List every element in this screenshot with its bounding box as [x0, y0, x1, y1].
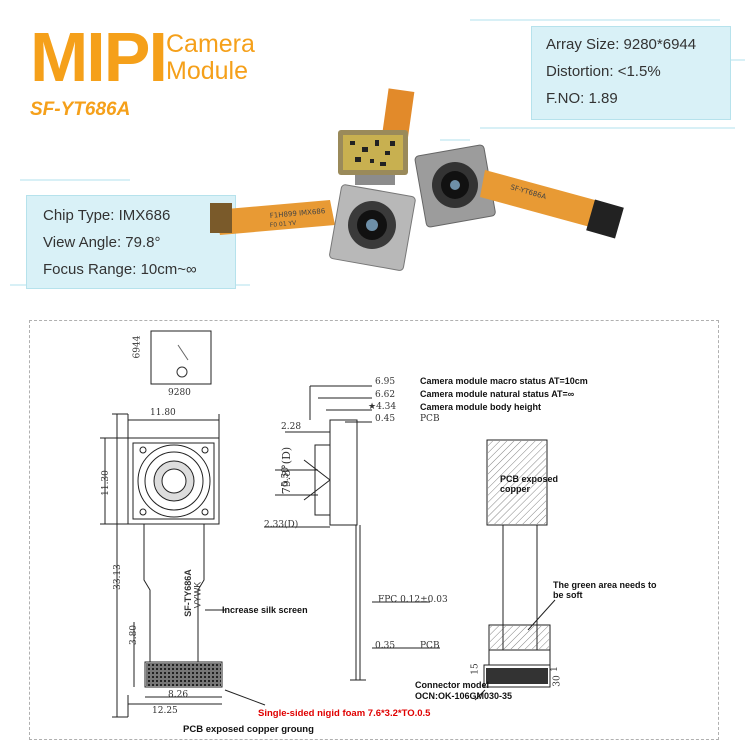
title-module: Module [166, 57, 248, 85]
dim-total-width: 12.25 [152, 706, 178, 716]
module-front-left: F1H899 IMX686 F0 01 YV [210, 184, 416, 271]
note-silk-screen: Increase silk screen [222, 605, 308, 615]
note-connector-model: Connector model [415, 680, 490, 690]
spec-focus-range: Focus Range: 10cm~∞ [43, 261, 197, 278]
note-foam: Single-sided nigid foam 7.6*3.2*TO.0.5 [258, 708, 431, 719]
model-number: SF-YT686A [30, 99, 131, 120]
dim-550: 5.50 [281, 466, 292, 488]
note-connector-ocn: OCN:OK-106GM030-35 [415, 691, 513, 701]
dim-045: 0.45 [375, 414, 396, 424]
svg-text:F0 01 YV: F0 01 YV [270, 220, 298, 229]
note-natural: Camera module natural status AT=∞ [420, 389, 575, 399]
spec-distortion: Distortion: <1.5% [546, 63, 661, 80]
dim-434: ★4.34 [368, 402, 397, 412]
pcb-label-top: PCB [420, 414, 440, 424]
spec-array-size: Array Size: 9280*6944 [546, 36, 697, 53]
dim-height-side: 11.30 [100, 470, 111, 496]
module-back-view [338, 88, 415, 185]
module-front-right: SF-YT686A [414, 144, 624, 239]
fpc-label: SF-TY686A [182, 569, 193, 617]
fpc-thickness: FPC 0.12±0.03 [378, 595, 448, 605]
foam-outline [144, 661, 223, 688]
pin-30: 30 [552, 675, 563, 687]
side-view-body [329, 419, 358, 526]
spec-fno: F.NO: 1.89 [546, 90, 618, 107]
sensor-outline [150, 330, 212, 385]
dim-228: 2.28 [281, 422, 302, 432]
dim-connector-offset: 3.80 [129, 624, 140, 646]
dim-sensor-height: 6944 [132, 335, 143, 359]
fpc-sub-label: VYWK [192, 581, 203, 609]
product-photo: F1H899 IMX686 F0 01 YV SF-YT686A [210, 88, 624, 271]
connector-outline [483, 664, 551, 688]
title-camera: Camera [166, 30, 255, 58]
module-body-outline [127, 437, 220, 525]
soft-green-area [488, 624, 551, 651]
dim-total-length: 33.13 [112, 564, 123, 590]
pcb-label-bottom: PCB [420, 641, 440, 651]
note-pcb-exposed-copper: PCB exposed copper [500, 474, 559, 494]
note-body-height: Camera module body height [420, 402, 542, 412]
dim-233: 2.33(D) [264, 520, 299, 530]
dim-foam-width: 8.26 [168, 690, 189, 700]
note-ground: PCB exposed copper groung [183, 724, 314, 735]
dim-width-top: 11.80 [150, 408, 176, 418]
spec-view-angle: View Angle: 79.8° [43, 234, 161, 251]
dim-sensor-width: 9280 [168, 388, 191, 398]
specs-right-box: Array Size: 9280*6944 Distortion: <1.5% … [531, 26, 731, 120]
dim-695: 6.95 [375, 377, 396, 387]
specs-left-box: Chip Type: IMX686 View Angle: 79.8° Focu… [26, 195, 236, 289]
spec-chip-type: Chip Type: IMX686 [43, 207, 171, 224]
technical-drawing-frame [29, 320, 719, 740]
dim-662: 6.62 [375, 390, 396, 400]
pin-1: 1 [549, 666, 560, 672]
pcb-exposed-copper-area [486, 439, 548, 526]
note-macro: Camera module macro status AT=10cm [420, 376, 588, 386]
note-green-area: The green area needs to be soft [553, 580, 657, 600]
dim-035: 0.35 [375, 641, 396, 651]
title-mipi: MIPI [30, 18, 168, 96]
pin-15: 15 [470, 663, 481, 675]
